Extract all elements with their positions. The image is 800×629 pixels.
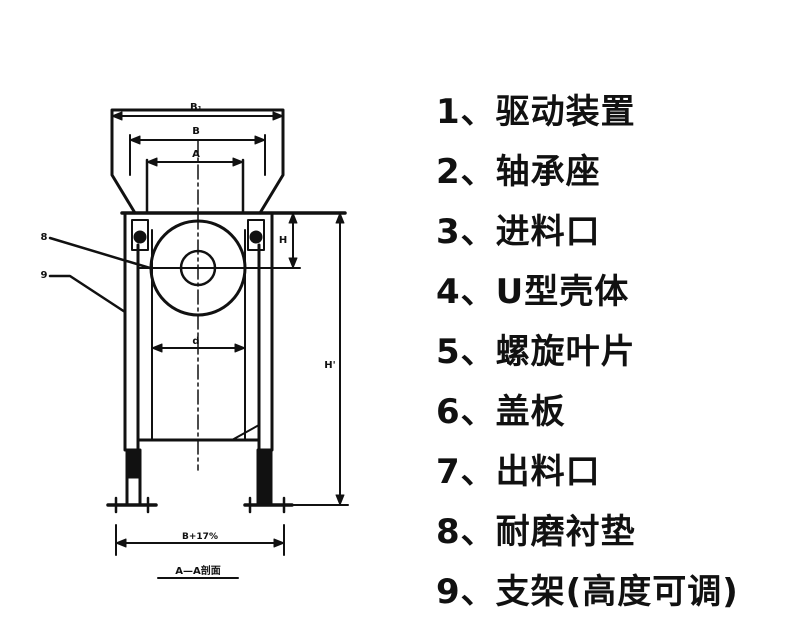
dim-b1-label: B₁ [190, 102, 202, 113]
legend-item: 5、螺旋叶片 [436, 332, 636, 372]
legend-item: 4、U型壳体 [436, 272, 630, 312]
legend-item: 8、耐磨衬垫 [436, 512, 636, 552]
dim-bottom-label: B+17% [182, 532, 218, 542]
legend-item: 1、驱动装置 [436, 92, 636, 132]
legend-item: 3、进料口 [436, 212, 601, 252]
leg-right-adjust [257, 450, 272, 504]
leg-left-adjust [126, 450, 141, 479]
dim-d-label: d [192, 336, 199, 347]
part-legend: 1、驱动装置 2、轴承座 3、进料口 4、U型壳体 5、螺旋叶片 6、盖板 7、… [436, 88, 796, 628]
dim-h-label: H [279, 235, 287, 246]
section-label: A—A剖面 [175, 564, 220, 577]
leader-9-label: 9 [41, 270, 48, 281]
bolt-right [249, 230, 263, 244]
leader-9 [48, 274, 127, 314]
bolt-left [133, 230, 147, 244]
legend-item: 6、盖板 [436, 392, 566, 432]
liner [231, 424, 260, 441]
leader-8-label: 8 [41, 232, 48, 243]
dim-a-label: A [192, 149, 200, 160]
leader-8 [48, 236, 152, 270]
bearing-left [131, 219, 149, 251]
dim-total-h-label: H' [324, 360, 335, 371]
trough-right-wall [257, 211, 274, 452]
trough-left-wall [123, 211, 140, 452]
legend-item: 9、支架(高度可调) [436, 572, 739, 612]
hopper-outline [110, 108, 285, 215]
dim-b-label: B [192, 126, 200, 137]
legend-item: 7、出料口 [436, 452, 601, 492]
legend-item: 2、轴承座 [436, 152, 601, 192]
bearing-right [247, 219, 265, 251]
